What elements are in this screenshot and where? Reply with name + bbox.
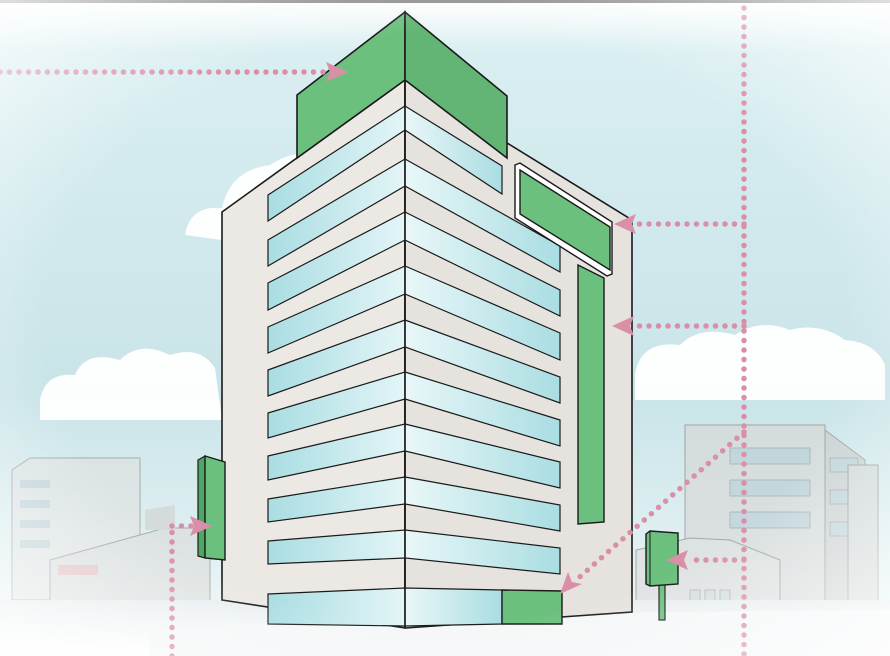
projecting-sign [197,454,226,561]
storefront-sign [501,589,563,625]
vertical-wall-sign [577,263,605,525]
top-border [0,0,890,3]
